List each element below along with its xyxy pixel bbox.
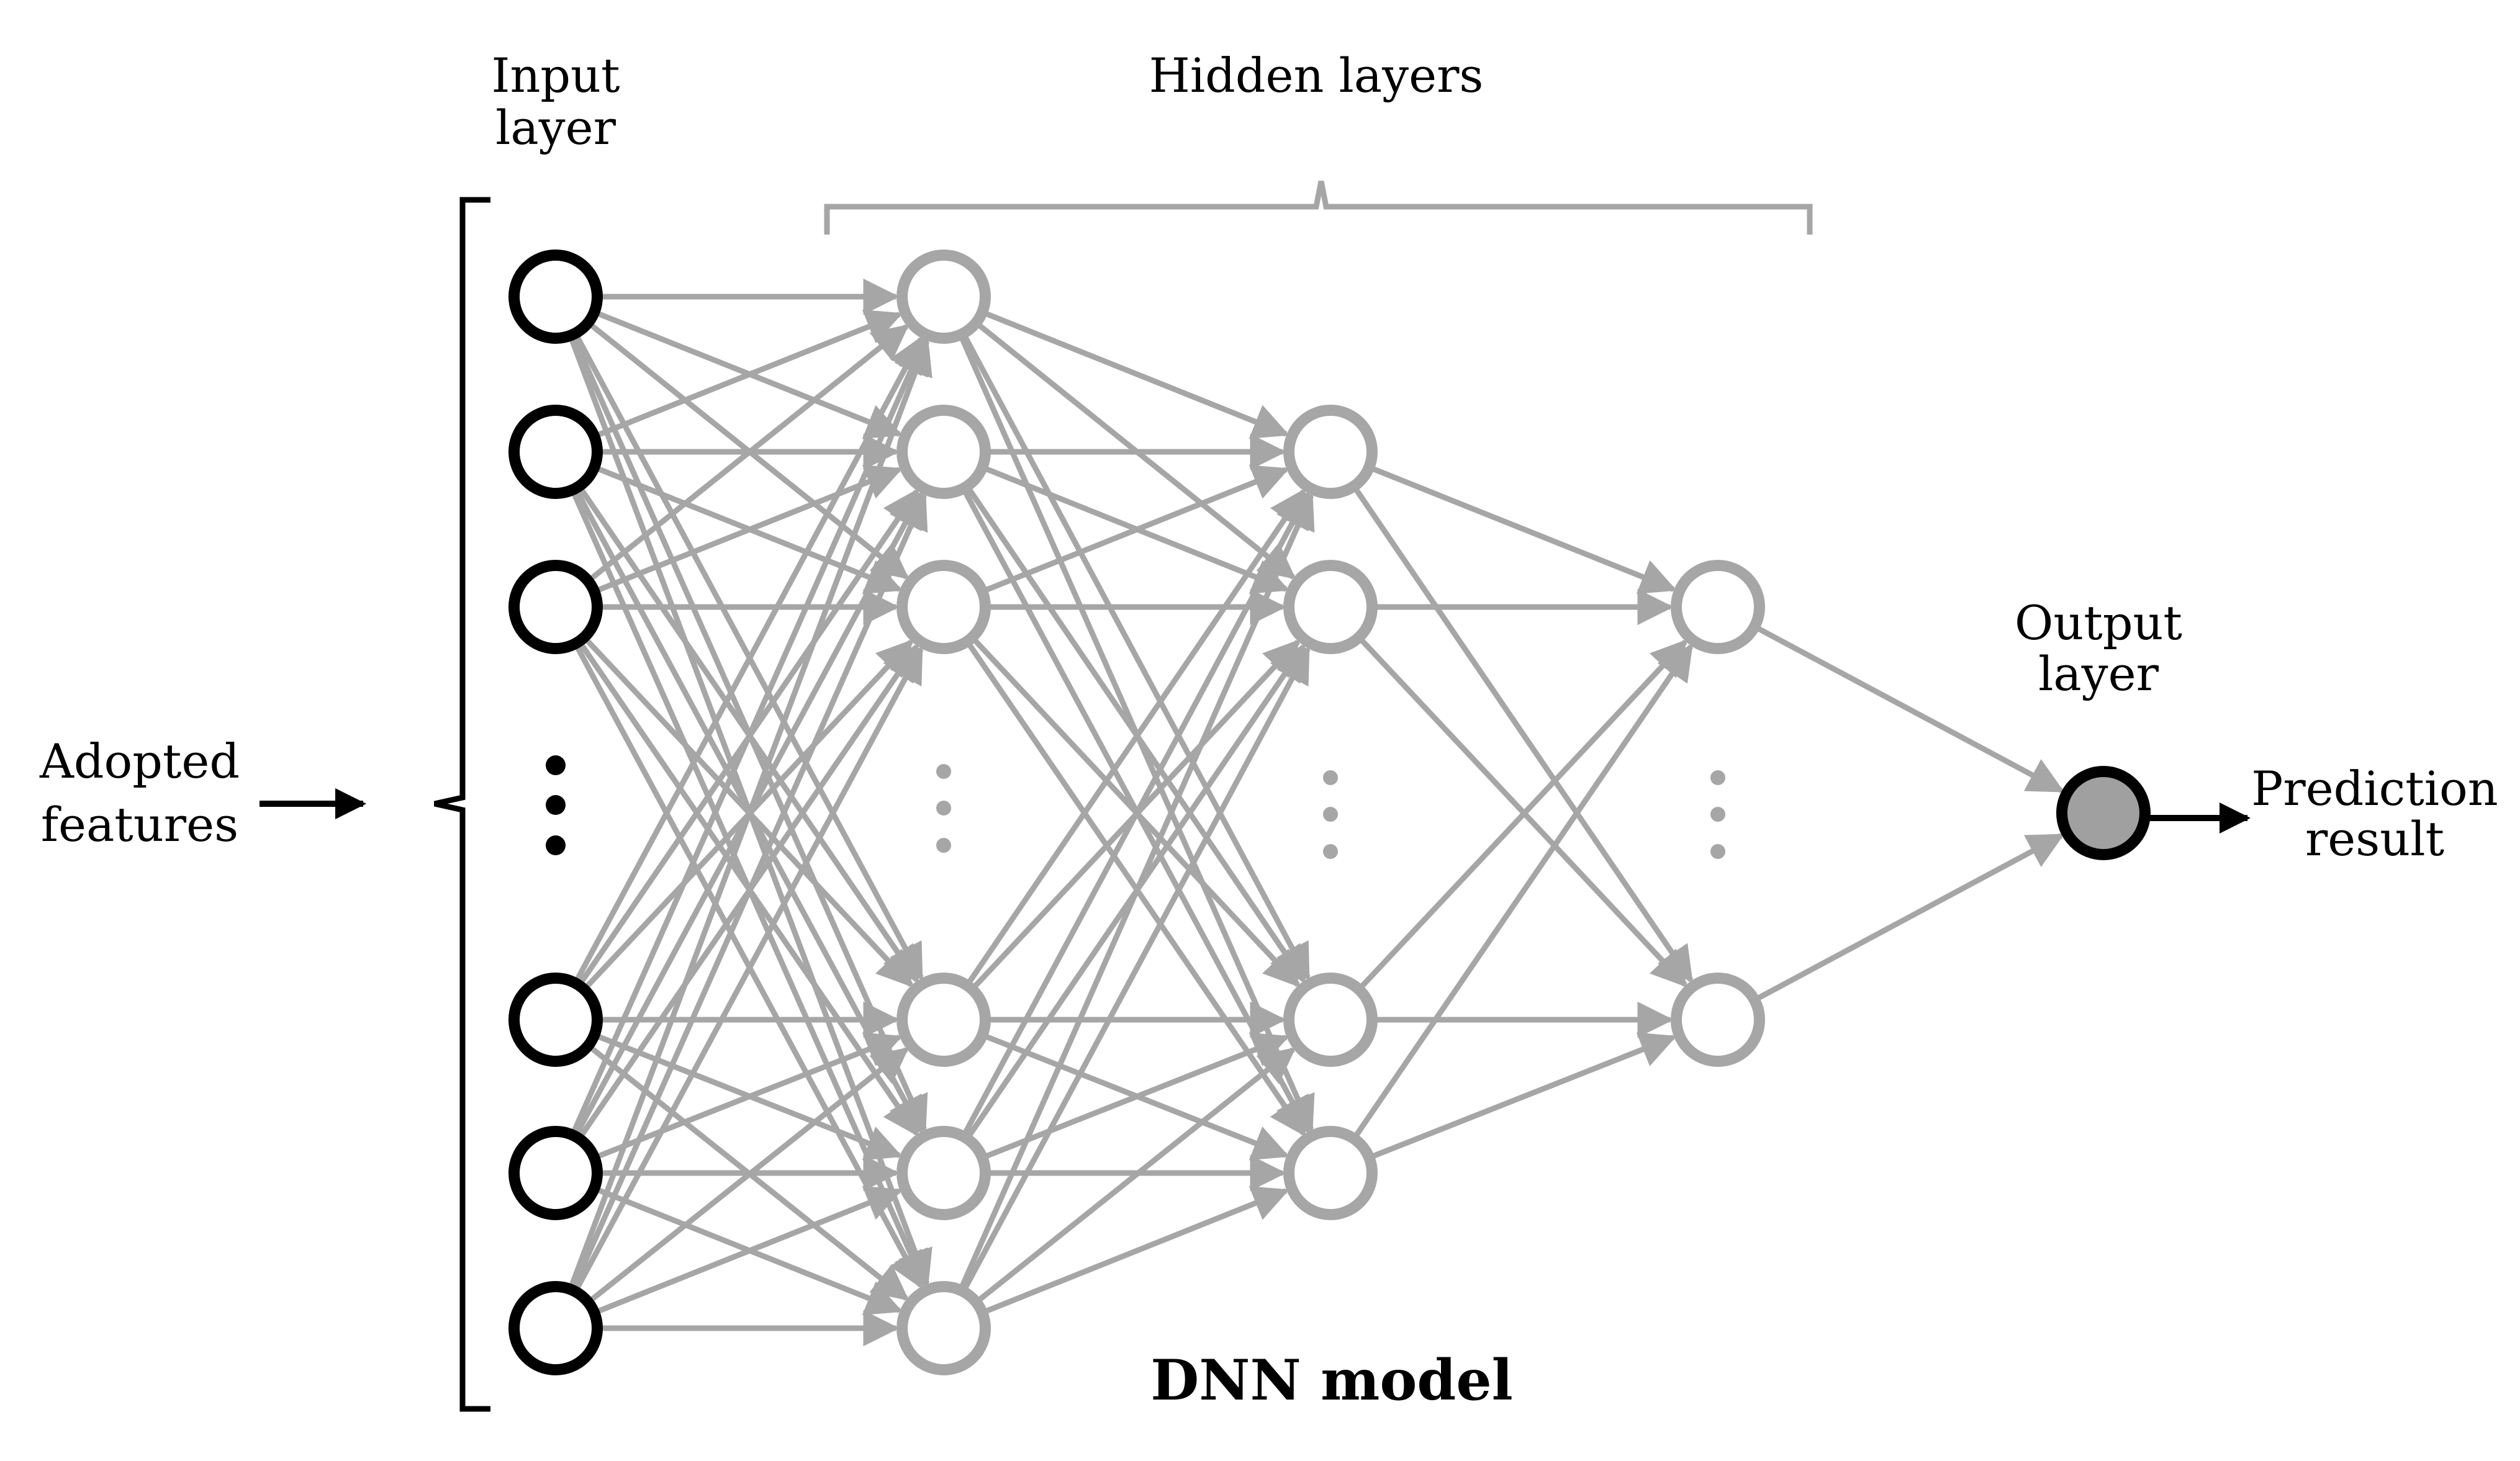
connection-input-4-to-hidden-1-0: [571, 337, 928, 1133]
input-bracket: [434, 197, 490, 1412]
hidden-3-node-2: [1671, 973, 1765, 1067]
nodes: [508, 249, 2151, 1375]
hidden-1-node-4: [896, 973, 991, 1067]
connection-hidden-1-2-to-hidden-2-0: [985, 465, 1289, 593]
hidden-3-node-1: [1671, 560, 1765, 654]
hidden-1-node-1: [896, 249, 991, 344]
input-layer-label-line1: Input: [491, 48, 620, 103]
prediction-result-label-line1: Prediction: [2251, 761, 2498, 816]
connection-hidden-1-0-to-hidden-2-2: [962, 335, 1311, 981]
hidden-1-node-6: [896, 1281, 991, 1375]
hidden-3-ellipsis-dot-3: [1710, 844, 1725, 859]
connection-input-5-to-hidden-1-4: [597, 1185, 903, 1315]
connection-hidden-2-3-to-hidden-3-0: [1353, 643, 1694, 1138]
input-node-4: [508, 973, 603, 1067]
connection-input-2-to-hidden-1-0: [589, 324, 910, 581]
connections: [569, 278, 2065, 1347]
connection-hidden-2-0-to-hidden-3-0: [1371, 465, 1677, 594]
connection-hidden-1-5-to-hidden-2-3: [985, 1186, 1289, 1314]
input-ellipsis-dot-2: [546, 795, 566, 815]
ellipsis-dots: [546, 755, 1725, 859]
hidden-layers-bracket: [824, 181, 1813, 235]
prediction-result-label-line2: result: [2305, 811, 2444, 866]
connection-hidden-2-3-to-hidden-3-1: [1371, 1032, 1677, 1159]
adopted-features-label-line1: Adopted: [39, 734, 240, 789]
hidden-2-ellipsis-dot-3: [1323, 844, 1338, 859]
hidden-2-node-1: [1283, 405, 1378, 499]
hidden-1-node-3: [896, 560, 991, 654]
input-node-2: [508, 405, 603, 499]
connection-hidden-2-2-to-hidden-3-0: [1359, 639, 1688, 989]
hidden-2-ellipsis-dot-1: [1323, 770, 1338, 785]
model-title: DNN model: [1150, 1347, 1513, 1413]
input-node-6: [508, 1281, 603, 1375]
hidden-1-node-2: [896, 405, 991, 499]
output-node-1: [2056, 766, 2151, 860]
hidden-1-ellipsis-dot-1: [936, 764, 951, 779]
hidden-2-ellipsis-dot-2: [1323, 807, 1338, 822]
input-ellipsis-dot-1: [546, 755, 566, 775]
connection-input-5-to-hidden-1-0: [569, 338, 933, 1287]
connection-input-4-to-hidden-1-3: [597, 1032, 903, 1159]
connection-hidden-1-4-to-hidden-2-2: [985, 1032, 1289, 1159]
connection-hidden-3-1-to-output-0: [1756, 833, 2065, 1001]
hidden-1-node-5: [896, 1126, 991, 1220]
connection-hidden-1-4-to-hidden-2-0: [962, 490, 1311, 1135]
hidden-1-ellipsis-dot-2: [936, 801, 951, 816]
connection-hidden-1-0-to-hidden-2-0: [985, 311, 1289, 439]
connection-hidden-2-0-to-hidden-3-1: [1353, 487, 1694, 984]
input-layer-label-line2: layer: [495, 100, 616, 155]
connection-input-3-to-hidden-1-0: [574, 335, 924, 981]
hidden-1-ellipsis-dot-3: [936, 838, 951, 853]
hidden-3-ellipsis-dot-2: [1710, 807, 1725, 822]
adopted-features-label-line2: features: [41, 797, 238, 852]
hidden-3-ellipsis-dot-1: [1710, 770, 1725, 785]
input-ellipsis-dot-3: [546, 835, 566, 855]
input-node-1: [508, 249, 603, 344]
connection-hidden-1-3-to-hidden-2-0: [967, 488, 1306, 984]
input-node-3: [508, 560, 603, 654]
hidden-2-node-2: [1283, 560, 1378, 654]
connection-hidden-1-5-to-hidden-2-1: [962, 645, 1311, 1290]
hidden-2-node-3: [1283, 973, 1378, 1067]
connection-input-2-to-hidden-1-1: [597, 464, 903, 593]
hidden-layers-label: Hidden layers: [1149, 48, 1484, 103]
input-node-5: [508, 1126, 603, 1220]
connection-hidden-3-0-to-output-0: [1756, 626, 2065, 793]
output-layer-label-line1: Output: [2015, 595, 2182, 650]
connection-input-5-to-hidden-1-3: [589, 1047, 910, 1303]
output-layer-label-line2: layer: [2038, 646, 2159, 701]
connection-input-5-to-hidden-1-2: [574, 645, 924, 1290]
connection-hidden-1-5-to-hidden-2-2: [977, 1047, 1296, 1303]
connection-hidden-1-5-to-hidden-2-0: [959, 492, 1315, 1288]
hidden-2-node-4: [1283, 1126, 1378, 1220]
connection-input-1-to-hidden-1-0: [597, 309, 903, 438]
connection-input-5-to-hidden-1-1: [571, 492, 928, 1288]
